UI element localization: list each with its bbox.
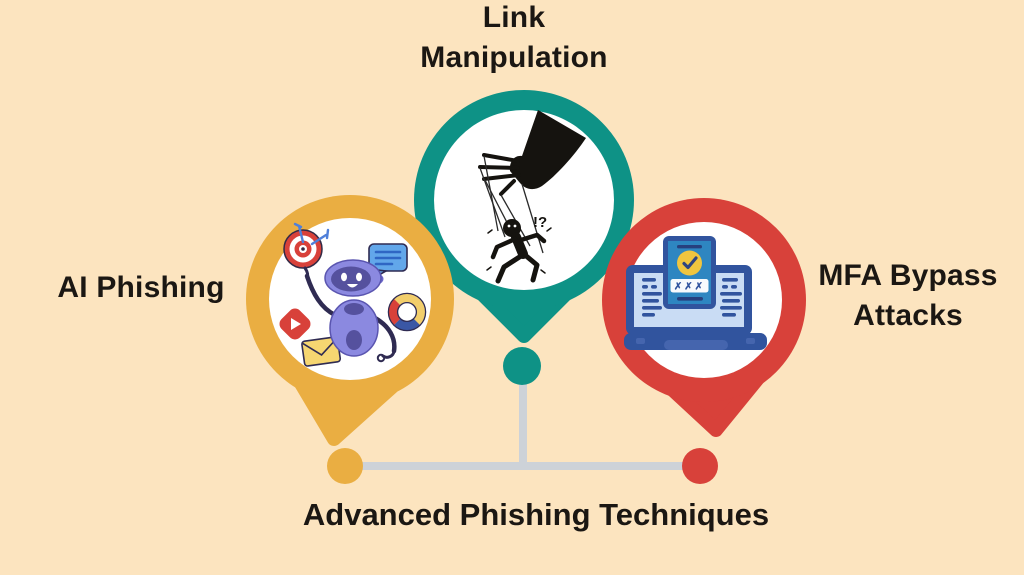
target-icon [283,222,330,280]
checkmark-badge-icon [677,250,702,276]
mfa-phone-icon: ✗✗✗ [663,236,716,309]
mfa-code-text: ✗✗✗ [674,282,705,293]
puppet-exclaim-text: !? [533,214,547,231]
label-ai-phishing: AI Phishing [57,271,225,304]
page-title: Advanced Phishing Techniques [302,497,770,532]
ai-robot-icon [279,222,427,367]
connector-vertical-line [519,366,527,467]
puppet-hand-icon: !? [478,110,586,284]
ai-phishing-dot [327,448,363,484]
label-mfa-bypass-attacks: MFA Bypass Attacks [818,259,998,332]
link-manipulation-dot [503,347,541,385]
mfa-laptop-icon: ✗✗✗ [624,236,767,350]
label-link-manipulation: Link Manipulation [420,1,608,74]
play-icon [279,308,311,340]
envelope-icon [301,336,342,367]
mfa-bypass-dot [682,448,718,484]
donut-chart-icon [387,292,427,332]
